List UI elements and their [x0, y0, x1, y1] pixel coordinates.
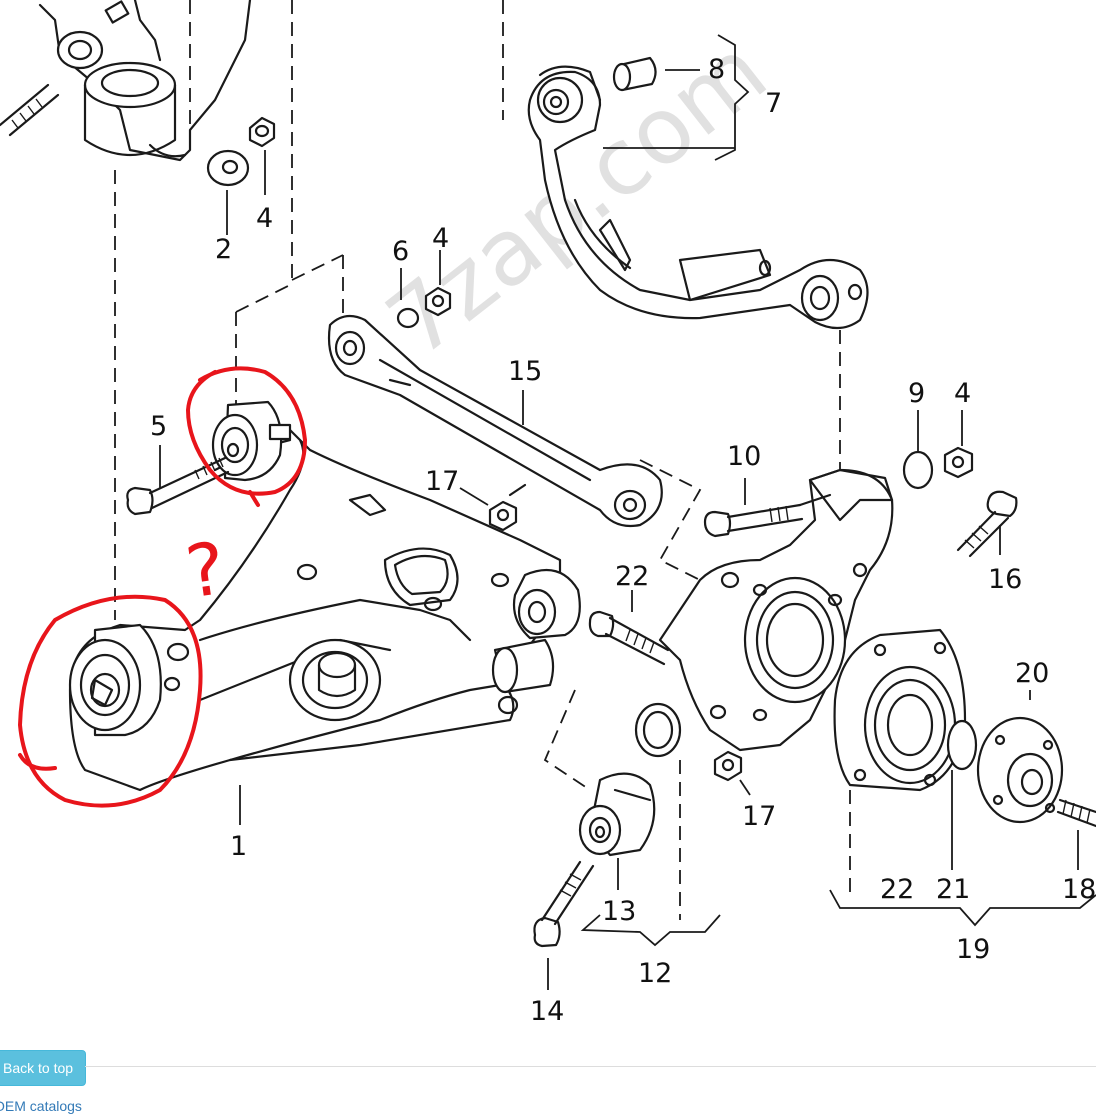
back-to-top-button[interactable]: Back to top [0, 1050, 87, 1086]
parts-diagram: 7zap.com [0, 0, 1096, 1027]
callout-14: 14 [530, 996, 564, 1027]
callout-21: 21 [936, 874, 970, 905]
arm-bushing-lower [491, 638, 555, 694]
washer-9 [902, 450, 934, 490]
bolt-16 [956, 490, 1018, 558]
washer-6 [396, 307, 420, 329]
callout-9: 9 [908, 378, 925, 409]
nut-4-right [943, 446, 974, 479]
wheel-hub-20 [976, 716, 1064, 824]
nut-17-mid [488, 483, 527, 532]
callout-13: 13 [602, 896, 636, 927]
callout-1: 1 [230, 831, 247, 862]
wheel-bolt-18 [1056, 798, 1096, 828]
bolt-22-left [588, 610, 670, 666]
callout-22-right: 22 [880, 874, 914, 905]
callout-20: 20 [1015, 658, 1049, 689]
lower-control-arm [68, 428, 562, 792]
washer-2 [206, 149, 250, 187]
nut-4-mid [424, 286, 452, 317]
callout-8: 8 [708, 54, 725, 85]
bushing-8 [612, 56, 657, 92]
callout-22-left: 22 [615, 561, 649, 592]
oem-catalogs-link[interactable]: OEM catalogs [0, 1098, 82, 1114]
arm-rear-bushing [211, 400, 292, 482]
subframe-mount [0, 0, 252, 162]
callout-5: 5 [150, 411, 167, 442]
upper-control-arm [527, 65, 869, 330]
bolt-14 [533, 860, 595, 948]
callout-4-right: 4 [954, 378, 971, 409]
leader-lines [159, 34, 1096, 990]
callout-17-mid: 17 [425, 466, 459, 497]
footer-divider [85, 1066, 1096, 1067]
callout-7: 7 [765, 88, 782, 119]
callout-labels: 1 2 4 4 4 5 6 7 8 9 10 12 13 14 15 16 17… [150, 54, 1096, 1027]
callout-19: 19 [956, 934, 990, 965]
callout-6: 6 [392, 236, 409, 267]
callout-2: 2 [215, 234, 232, 265]
callout-12: 12 [638, 958, 672, 989]
red-circle-front-bushing [17, 594, 203, 808]
callout-4-top: 4 [256, 203, 273, 234]
question-mark: ? [181, 526, 231, 615]
red-circle-rear-bushing [185, 366, 308, 496]
callout-16: 16 [988, 564, 1022, 595]
callout-18: 18 [1062, 874, 1096, 905]
callout-4-mid: 4 [432, 223, 449, 254]
callout-10: 10 [727, 441, 761, 472]
nut-4-top [248, 116, 276, 148]
bushing-13 [578, 772, 656, 857]
nut-17-lower [713, 750, 743, 782]
arm-front-bushing [68, 623, 162, 737]
hub-flange [833, 628, 967, 792]
snap-ring-21 [946, 719, 978, 771]
bolt-10 [703, 503, 804, 538]
bolt-5 [126, 456, 230, 516]
link-rod [327, 314, 663, 528]
wheel-knuckle [634, 468, 894, 758]
callout-15: 15 [508, 356, 542, 387]
callout-17-lower: 17 [742, 801, 776, 832]
arm-bushing-upper [512, 568, 581, 640]
